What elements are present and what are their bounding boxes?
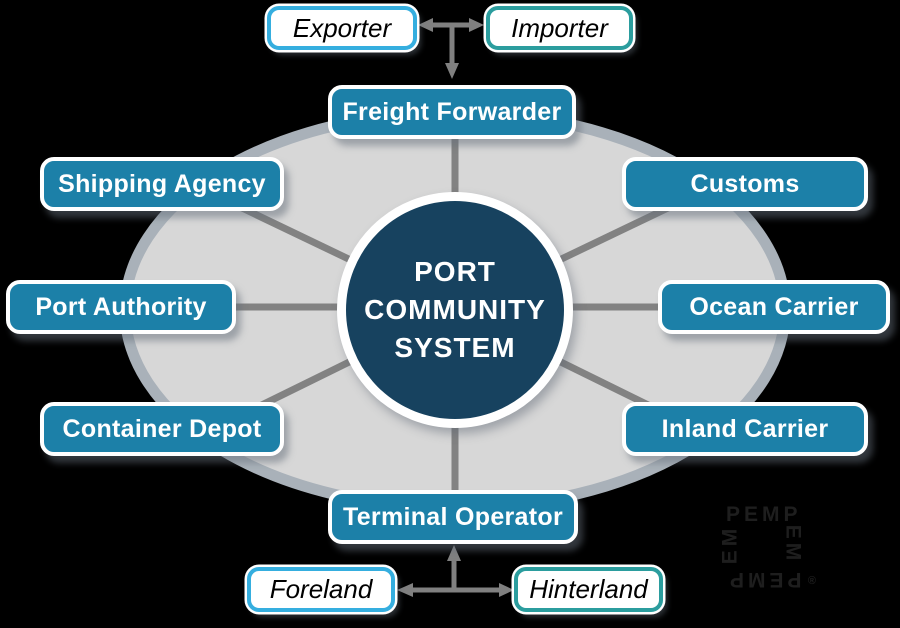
pemp-logo-left-text: EM [718,524,742,565]
hub-line-2: COMMUNITY [364,294,546,325]
hub-line-3: SYSTEM [394,332,516,363]
node-customs: Customs [622,157,868,211]
node-label: Customs [690,169,800,198]
arrowhead-right-bottom [499,583,514,597]
node-label: Ocean Carrier [689,292,859,321]
hub-line-1: PORT [414,256,496,287]
pemp-logo: PEMP EM EM PEMP ® [718,503,816,591]
pemp-logo-bottom-text: PEMP [726,568,802,591]
external-exporter: Exporter [267,6,417,50]
node-label: Container Depot [62,414,262,443]
node-ocean-carrier: Ocean Carrier [658,280,890,334]
registered-trademark-symbol: ® [807,575,816,587]
external-importer: Importer [486,6,633,50]
foreland-hinterland-arrows [397,545,514,597]
arrowhead-down-top [445,63,459,79]
node-freight-forwarder: Freight Forwarder [328,85,576,139]
arrowhead-left-top [418,18,433,32]
node-terminal-operator: Terminal Operator [328,490,578,544]
external-label: Hinterland [529,574,648,604]
arrowhead-right-top [469,18,484,32]
node-label: Shipping Agency [58,169,266,198]
node-label: Port Authority [35,292,207,321]
exporter-importer-arrows [418,18,484,79]
arrowhead-up-bottom [447,545,461,561]
pemp-logo-top-text: PEMP [726,503,802,526]
node-inland-carrier: Inland Carrier [622,402,868,456]
node-shipping-agency: Shipping Agency [40,157,284,211]
pemp-logo-right-text: EM [780,524,804,565]
node-label: Freight Forwarder [342,97,562,126]
node-port-authority: Port Authority [6,280,236,334]
external-hinterland: Hinterland [514,567,663,612]
node-container-depot: Container Depot [40,402,284,456]
external-label: Foreland [269,574,373,604]
node-label: Terminal Operator [343,502,563,531]
hub-port-community-system: PORT COMMUNITY SYSTEM [337,192,573,428]
external-label: Importer [511,12,608,43]
external-foreland: Foreland [247,567,395,612]
external-label: Exporter [292,12,392,43]
arrowhead-left-bottom [397,583,413,597]
node-label: Inland Carrier [661,414,829,443]
